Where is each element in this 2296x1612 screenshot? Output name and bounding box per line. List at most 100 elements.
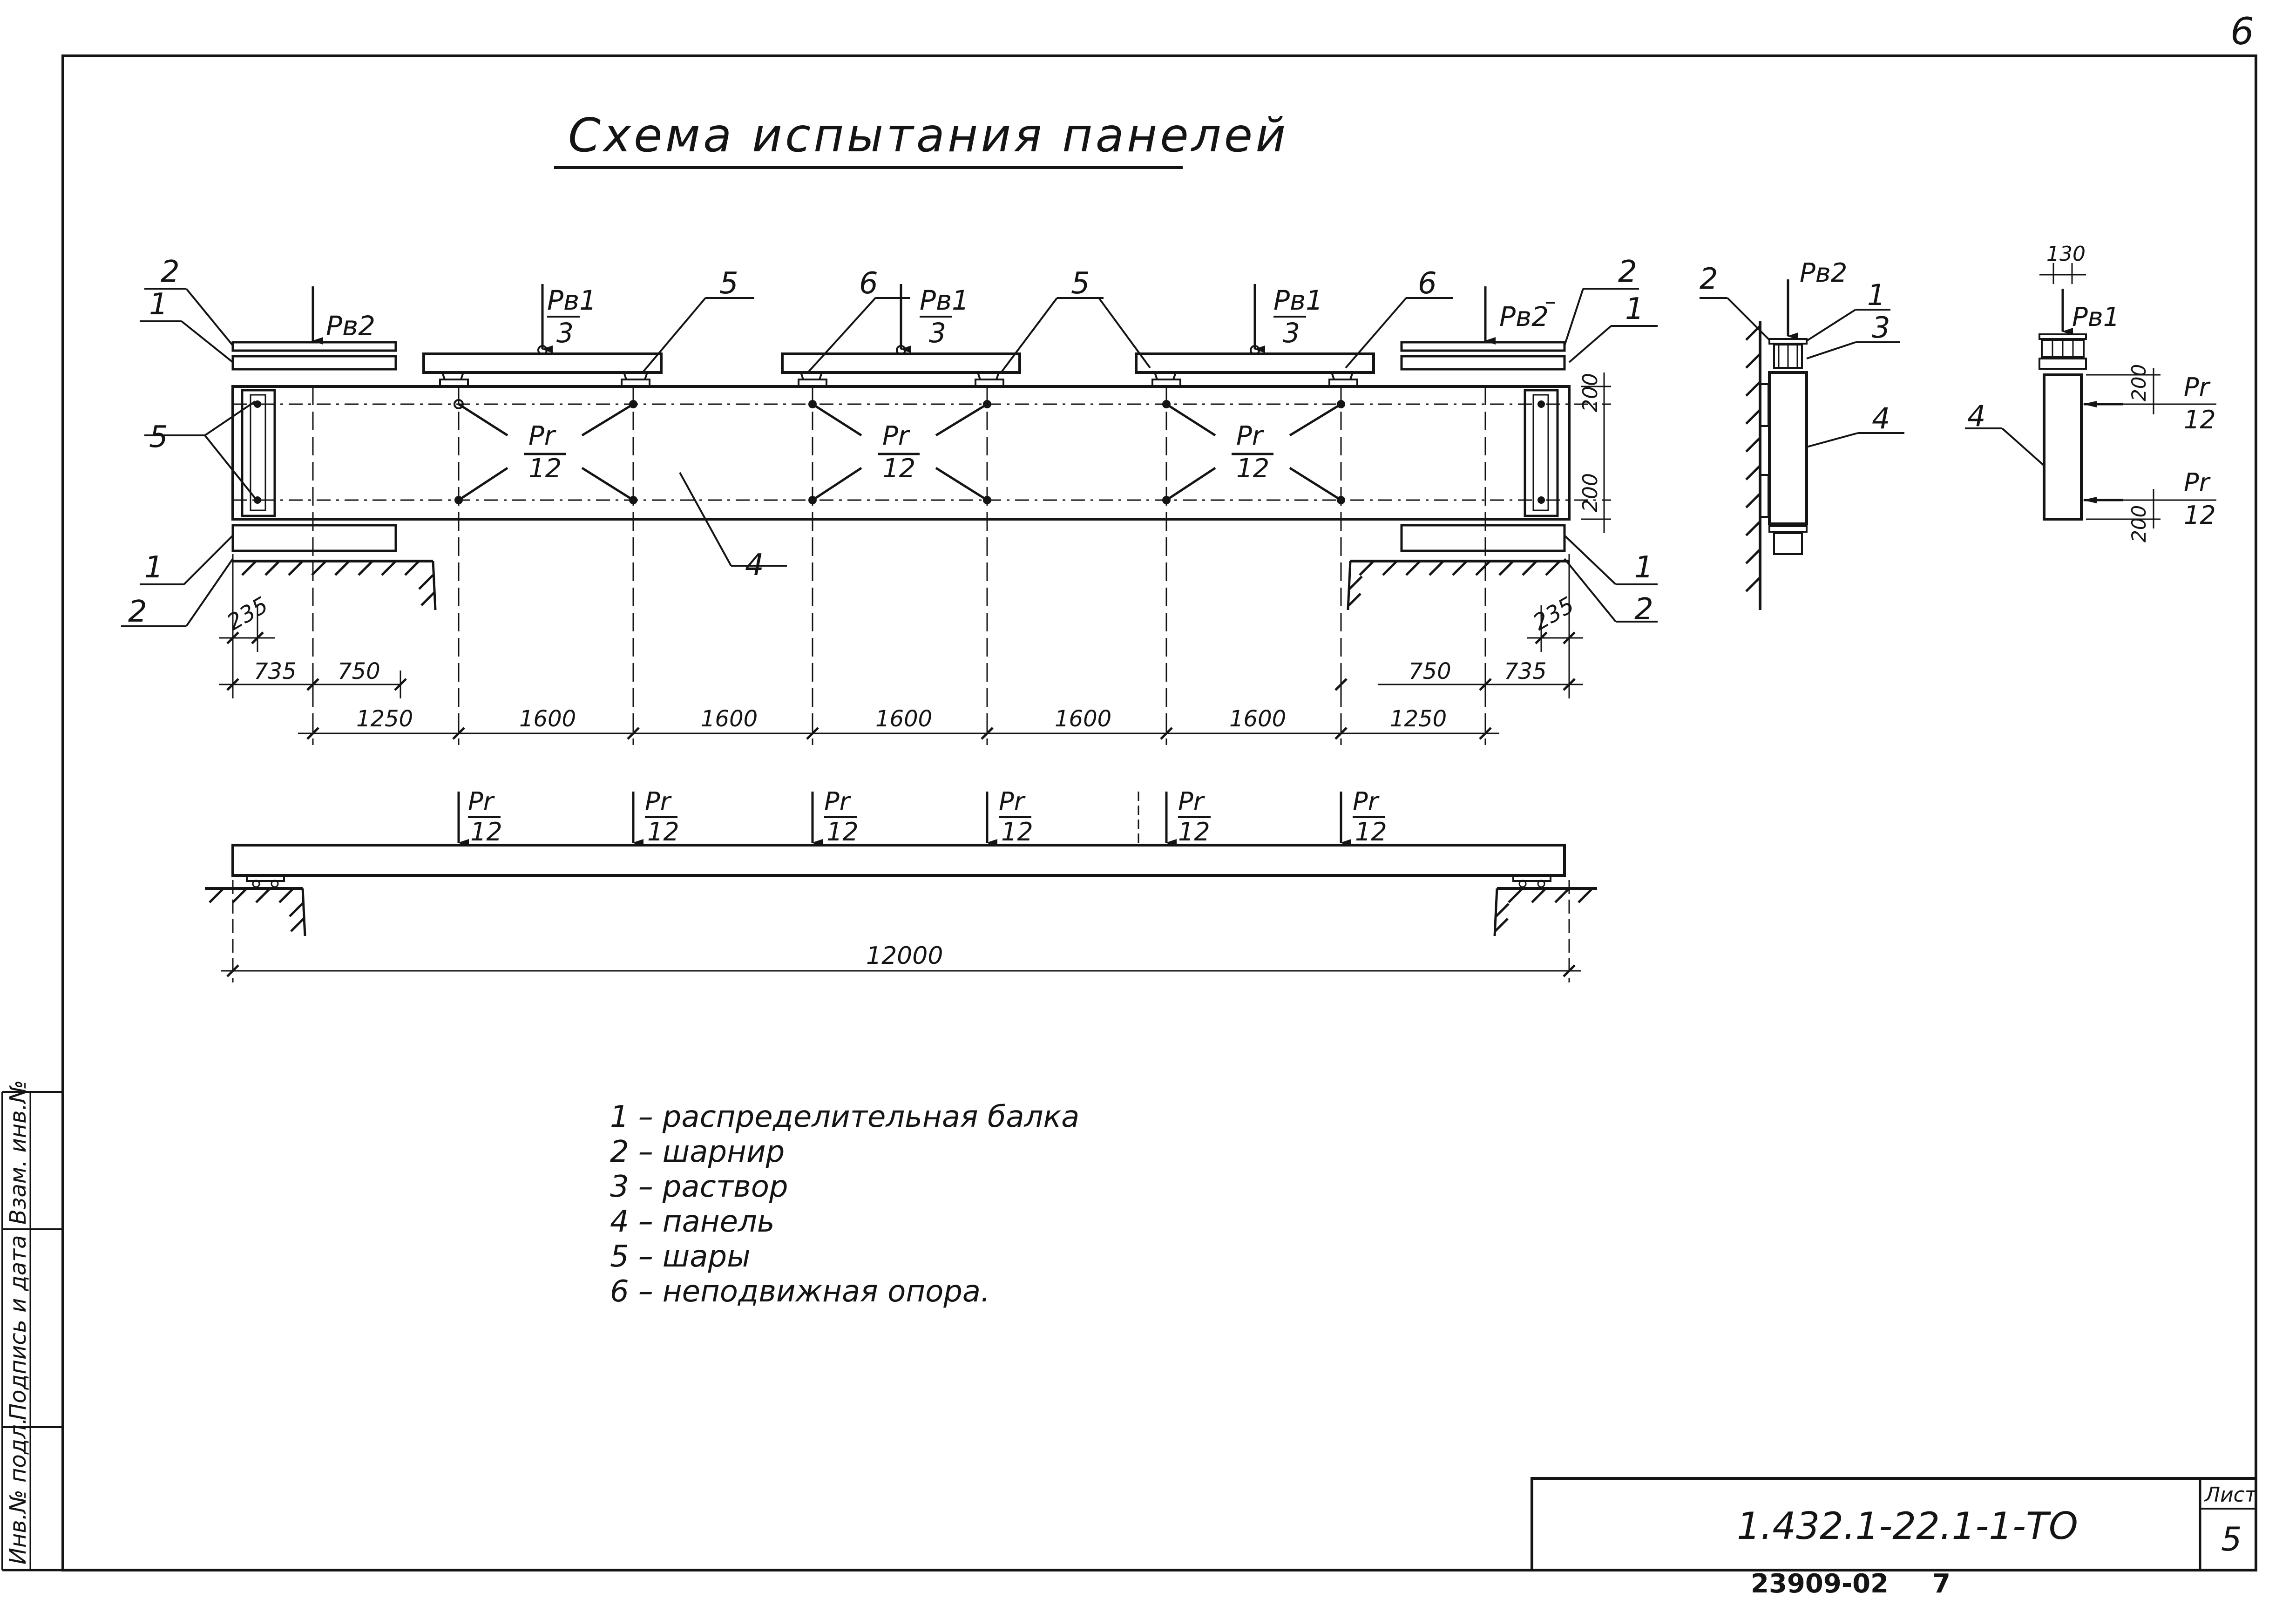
load-label-pv1-a: Рв1 xyxy=(547,284,596,316)
callouts-main xyxy=(121,288,1658,627)
legend-item-6: 6–неподвижная опора. xyxy=(610,1274,990,1309)
callout-5-left: 5 xyxy=(149,420,168,454)
stamp-sheet-number: 5 xyxy=(2221,1520,2242,1558)
section1-callout-4: 4 xyxy=(1872,401,1890,435)
dim-12000: 12000 xyxy=(866,942,943,970)
side-column-podpis: Подпись и дата xyxy=(5,1235,31,1420)
load-den-pv1-b: 3 xyxy=(929,317,946,349)
beam-elevation: Рr 12 Рr 12 Рr 12 Рr 12 Рr 12 Рr 12 1200… xyxy=(205,787,1597,982)
stamp-archive-number: 23909-02 xyxy=(1751,1569,1889,1599)
dim-750-right: 750 xyxy=(1409,658,1451,684)
callout-numbers-main: 2 1 5 1 2 5 6 5 6 2 1 4 1 2 xyxy=(128,255,1653,629)
panel-body xyxy=(231,385,1571,521)
section-view-1: Рв2 2 1 3 4 xyxy=(1700,258,1904,610)
pr-cross-patterns: Рr 12 Рr 12 Рr 12 xyxy=(454,399,1345,504)
callout-4-panel: 4 xyxy=(745,548,764,582)
section2-pr-top: Рr xyxy=(2184,373,2211,402)
side-column-inv-podl: Инв.№ подл. xyxy=(5,1417,31,1565)
stamp-designation: 1.432.1-22.1-1-ТО xyxy=(1737,1504,2078,1548)
callout-6-a: 6 xyxy=(859,266,878,301)
section2-pr-den-top: 12 xyxy=(2184,405,2216,434)
pr-den-1: 12 xyxy=(528,454,562,484)
drawing-title: Схема испытания панелей xyxy=(568,108,1288,163)
dimension-lines: 235 235 735 750 750 735 1250 1600 1600 1… xyxy=(219,554,1583,740)
callout-2-top-right: 2 xyxy=(1618,255,1637,289)
beam-pr-den-2: 12 xyxy=(647,817,679,847)
dim-735-left: 735 xyxy=(254,658,297,684)
drawing-frame xyxy=(1,54,2257,1571)
beam-pr-2: Рr xyxy=(645,787,672,816)
dim-1600-5: 1600 xyxy=(1229,706,1286,732)
callout-1-top-left: 1 xyxy=(149,287,168,322)
section2-callout-4: 4 xyxy=(1967,399,1985,433)
legend-item-1: 1–распределительная балка xyxy=(610,1100,1079,1134)
dim-235-right: 235 xyxy=(1529,592,1578,636)
load-label-pv1-b: Рв1 xyxy=(920,284,969,316)
section2-pv1: Рв1 xyxy=(2072,302,2120,332)
legend-item-2: 2–шарнир xyxy=(610,1135,785,1169)
callout-6-b: 6 xyxy=(1418,266,1437,301)
callout-2-bottom-right: 2 xyxy=(1634,592,1653,627)
beam-pr-den-3: 12 xyxy=(826,817,859,847)
dim-1600-4: 1600 xyxy=(1055,706,1111,732)
legend-item-4: 4–панель xyxy=(610,1205,775,1239)
pr-label-3: Рr xyxy=(1236,421,1264,451)
beam-pr-den-6: 12 xyxy=(1355,817,1387,847)
legend: 1–распределительная балка 2–шарнир 3–рас… xyxy=(610,1100,1079,1309)
callout-1-bottom-left: 1 xyxy=(144,550,163,585)
legend-item-3: 3–раствор xyxy=(610,1170,788,1204)
callout-5-a: 5 xyxy=(719,266,738,301)
stamp-archive-suffix: 7 xyxy=(1932,1569,1951,1599)
beam-pr-5: Рr xyxy=(1178,787,1205,816)
load-label-pv2-right: Рв2 xyxy=(1499,301,1549,332)
dim-735-right: 735 xyxy=(1504,658,1547,684)
beam-pr-den-4: 12 xyxy=(1001,817,1033,847)
pr-den-2: 12 xyxy=(882,454,915,484)
beam-pr-4: Рr xyxy=(999,787,1026,816)
beam-pr-6: Рr xyxy=(1353,787,1380,816)
section-view-2: 130 Рв1 200 200 Рr 12 Рr 12 4 xyxy=(1965,242,2216,542)
load-den-pv1-a: 3 xyxy=(556,317,574,349)
corner-number: 6 xyxy=(2230,10,2254,53)
dim-200-top: 200 xyxy=(1578,373,1602,412)
beam-pr-3: Рr xyxy=(824,787,851,816)
beam-pr-den-1: 12 xyxy=(470,817,502,847)
section2-pr-bottom: Рr xyxy=(2184,468,2211,497)
section1-callout-1: 1 xyxy=(1867,278,1885,312)
load-label-pv1-c: Рв1 xyxy=(1273,284,1323,316)
pr-label-1: Рr xyxy=(528,421,556,451)
callout-2-bottom-left: 2 xyxy=(128,595,147,629)
load-den-pv1-c: 3 xyxy=(1283,317,1300,349)
callout-2-top-left: 2 xyxy=(161,255,180,289)
section1-pv2: Рв2 xyxy=(1800,258,1847,288)
callout-1-top-right: 1 xyxy=(1625,292,1644,326)
side-column-vzam: Взам. инв.№ xyxy=(5,1080,31,1225)
panel-plan-view: Рв2 Рв2 Рв1 3 Рв1 3 Рв1 3 xyxy=(231,284,1611,745)
title-block: 1.432.1-22.1-1-ТО Лист 5 23909-02 7 xyxy=(1531,1477,2257,1599)
stamp-sheet-label: Лист xyxy=(2204,1483,2257,1507)
dim-750-left: 750 xyxy=(338,658,380,684)
dim-1250-right: 1250 xyxy=(1390,706,1447,732)
dim-235-left: 235 xyxy=(223,592,272,636)
section2-dim-200-bottom: 200 xyxy=(2127,505,2150,542)
beam-pr-1: Рr xyxy=(468,787,495,816)
callout-5-b: 5 xyxy=(1071,266,1090,301)
section1-callout-2: 2 xyxy=(1700,262,1718,296)
pr-label-2: Рr xyxy=(882,421,910,451)
legend-item-5: 5–шары xyxy=(610,1239,751,1274)
section2-dim-200-top: 200 xyxy=(2127,364,2150,401)
dim-200-bottom: 200 xyxy=(1578,473,1602,512)
beam-pr-den-5: 12 xyxy=(1178,817,1210,847)
dim-1600-2: 1600 xyxy=(701,706,758,732)
distribution-beams xyxy=(422,352,1375,387)
pr-den-3: 12 xyxy=(1236,454,1269,484)
dim-1250-left: 1250 xyxy=(356,706,413,732)
load-label-pv2-left: Рв2 xyxy=(326,310,375,342)
section2-dim-130: 130 xyxy=(2046,242,2086,266)
dim-1600-3: 1600 xyxy=(875,706,932,732)
dim-1600-1: 1600 xyxy=(519,706,576,732)
section1-callout-3: 3 xyxy=(1872,311,1890,345)
callout-1-bottom-right: 1 xyxy=(1634,550,1653,585)
section2-pr-den-bottom: 12 xyxy=(2184,501,2216,530)
